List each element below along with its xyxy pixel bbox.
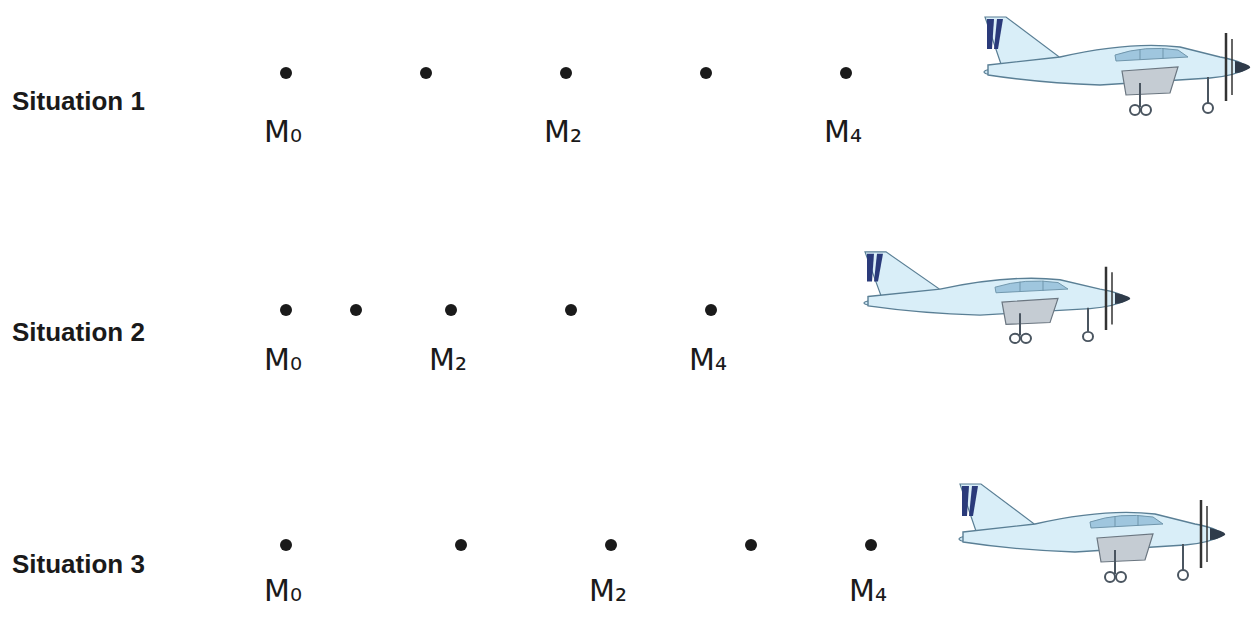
situation-label: Situation 1 — [12, 87, 145, 116]
point-label: M₄ — [689, 343, 727, 376]
situation-label: Situation 3 — [12, 550, 145, 579]
point-label: M₀ — [264, 574, 302, 607]
point-label: M₂ — [589, 574, 627, 607]
point-label: M₂ — [429, 343, 467, 376]
point-label: M₂ — [544, 115, 582, 148]
situation-label: Situation 2 — [12, 318, 145, 347]
point-label: M₄ — [849, 574, 887, 607]
point-label: M₄ — [824, 115, 862, 148]
point-label: M₀ — [264, 115, 302, 148]
point-label: M₀ — [264, 343, 302, 376]
